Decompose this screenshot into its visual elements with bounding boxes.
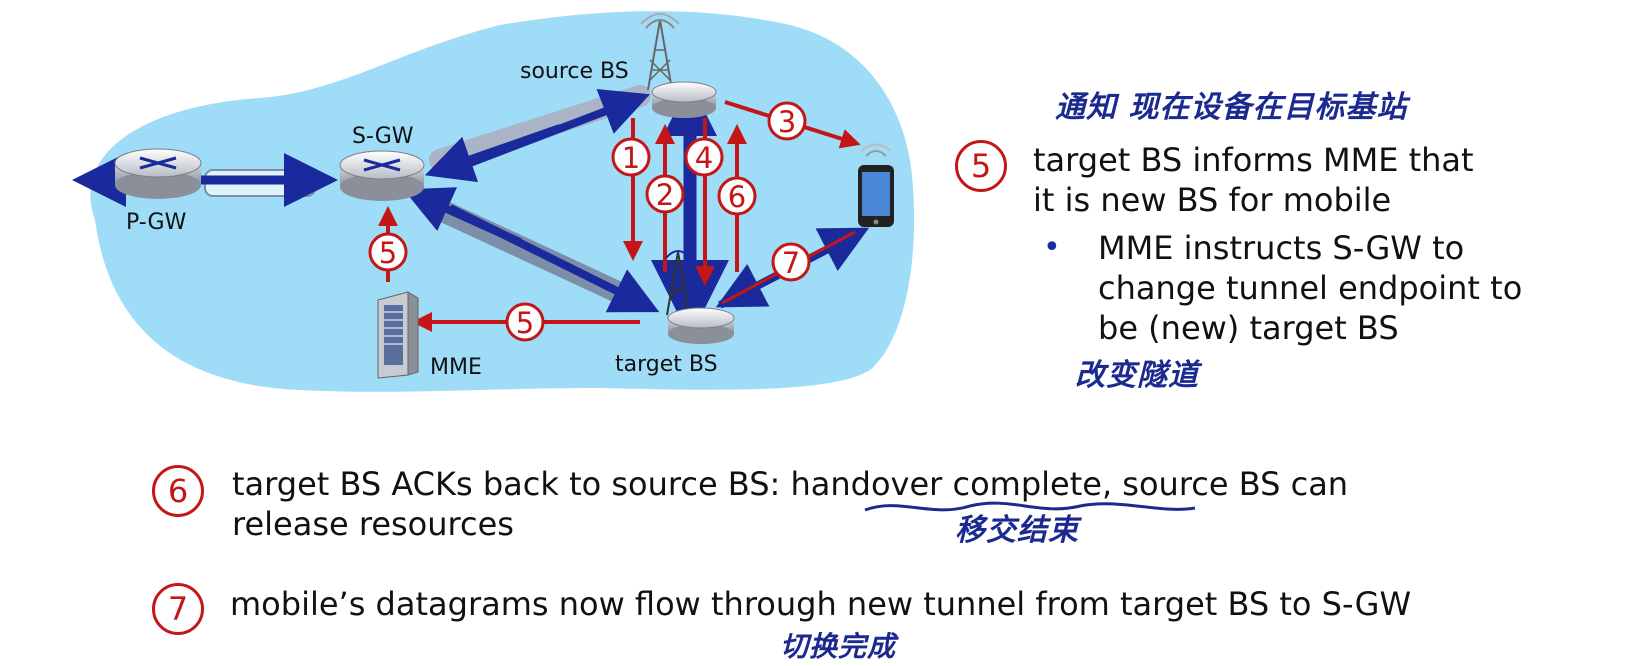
step7-line1: mobile’s datagrams now flow through new … [230,585,1412,623]
mobile-phone-icon [858,143,894,227]
step6-handover-complete: handover complete [790,465,1102,503]
step5-bullet-dot: • [1043,230,1061,265]
svg-text:4: 4 [695,141,713,175]
step6-line1: target BS ACKs back to source BS: handov… [232,464,1348,504]
step5-line1: target BS informs MME that [1033,141,1474,179]
step5-bullet-line1: MME instructs S-GW to [1098,229,1465,267]
pgw-router [114,148,202,199]
target-bs-station [665,250,735,344]
tunnel-sgw-source-bs [424,85,651,183]
handwritten-note-step7: 切换完成 [780,630,897,663]
step6-line1-prefix: target BS ACKs back to source BS: [232,465,791,503]
svg-text:5: 5 [379,236,397,270]
svg-text:7: 7 [782,246,800,280]
handwritten-underline [864,501,1196,512]
svg-text:1: 1 [622,141,640,175]
svg-text:5: 5 [516,306,534,340]
handwritten-note-step5-top: 通知 现在设备在目标基站 [1055,90,1408,125]
svg-text:3: 3 [778,105,796,139]
network-cloud [90,11,915,392]
step-marker-4: 4 [684,137,724,177]
handwritten-note-step6: 移交结束 [955,513,1079,548]
svg-text:2: 2 [656,178,674,212]
step6-circle: 6 [152,465,204,517]
source-bs-label: source BS [520,59,629,84]
mme-server [377,291,419,379]
step6-line1-suffix: , source BS can [1101,465,1349,503]
step-marker-5-target: 5 [505,302,545,342]
svg-text:6: 6 [728,180,746,214]
step6-line2: release resources [232,505,514,543]
step-marker-7: 7 [771,242,811,282]
step5-circle: 5 [955,140,1007,192]
pgw-label: P-GW [126,210,187,235]
step-marker-5-mme: 5 [368,232,408,272]
step7-circle: 7 [152,583,204,635]
sgw-router [339,150,425,201]
sgw-label: S-GW [352,124,414,149]
step5-bullet-line3: be (new) target BS [1098,309,1399,347]
handwritten-note-step5-bottom: 改变隧道 [1075,358,1199,393]
target-bs-label: target BS [615,352,718,377]
step-marker-3: 3 [767,101,807,141]
step-marker-2: 2 [645,174,685,214]
source-bs-station [640,13,717,118]
step-marker-6: 6 [717,176,757,216]
mme-label: MME [430,355,482,380]
tunnel-sgw-target-bs [403,187,660,313]
step-marker-1: 1 [611,137,651,177]
step5-bullet-line2: change tunnel endpoint to [1098,269,1523,307]
step5-line2: it is new BS for mobile [1033,181,1392,219]
